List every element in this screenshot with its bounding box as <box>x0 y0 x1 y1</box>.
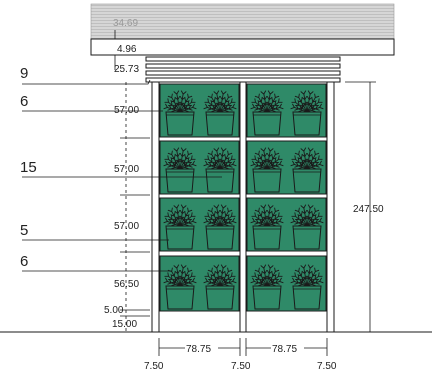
planter-pot <box>252 285 282 310</box>
roof-hatch <box>90 3 395 40</box>
plant-foliage <box>203 204 237 227</box>
plant-foliage <box>203 147 237 170</box>
post-width-middle: 7.50 <box>231 361 251 372</box>
row-height-2: 57.00 <box>114 164 139 175</box>
plant-foliage <box>290 264 324 287</box>
cap-height-label: 4.96 <box>117 44 137 55</box>
planter-pot <box>292 111 322 136</box>
callout-15: 15 <box>20 159 37 176</box>
top-slats <box>145 56 341 83</box>
bottom-dimension-lines <box>158 338 328 356</box>
plant-foliage <box>163 90 197 113</box>
row-height-1: 57.00 <box>114 105 139 116</box>
planter-pot <box>292 168 322 193</box>
planter-pot <box>205 225 235 250</box>
row-height-4: 56.50 <box>114 279 139 290</box>
planter-pot <box>252 225 282 250</box>
cap-beam <box>90 38 395 56</box>
plant-foliage <box>250 264 284 287</box>
plant-foliage <box>163 204 197 227</box>
left-dimension-ticks <box>120 82 150 332</box>
plant-foliage <box>203 90 237 113</box>
callout-5: 5 <box>20 222 28 239</box>
overall-height-label: 247.50 <box>353 204 384 215</box>
column-width-1: 78.75 <box>186 344 211 355</box>
plant-foliage <box>290 147 324 170</box>
planter-pot <box>252 168 282 193</box>
plant-foliage <box>250 147 284 170</box>
planter-pot <box>292 225 322 250</box>
row-height-3: 57.00 <box>114 221 139 232</box>
planter-pot <box>205 111 235 136</box>
column-width-2: 78.75 <box>272 344 297 355</box>
planter-pot <box>165 225 195 250</box>
gap-5: 5.00 <box>104 305 124 316</box>
planter-pot <box>205 285 235 310</box>
planter-panels <box>159 83 327 312</box>
planter-pot <box>165 168 195 193</box>
planter-pot <box>252 111 282 136</box>
callout-group <box>22 79 222 272</box>
post-width-left: 7.50 <box>144 361 164 372</box>
roof-height-label: 34.69 <box>113 18 138 29</box>
plant-foliage <box>203 264 237 287</box>
callout-9: 9 <box>20 65 28 82</box>
plant-foliage <box>290 204 324 227</box>
plant-foliage <box>250 204 284 227</box>
callout-6-lower: 6 <box>20 253 28 270</box>
planter-pot <box>292 285 322 310</box>
plant-foliage <box>290 90 324 113</box>
plant-foliage <box>163 264 197 287</box>
plant-foliage <box>250 90 284 113</box>
planter-pot <box>165 285 195 310</box>
callout-6-upper: 6 <box>20 93 28 110</box>
gap-15: 15.00 <box>112 319 137 330</box>
overall-height-dimension <box>345 81 376 332</box>
slat-height-label: 25.73 <box>114 64 139 75</box>
plant-foliage <box>163 147 197 170</box>
planter-pot <box>165 111 195 136</box>
planter-pot <box>205 168 235 193</box>
post-width-right: 7.50 <box>317 361 337 372</box>
